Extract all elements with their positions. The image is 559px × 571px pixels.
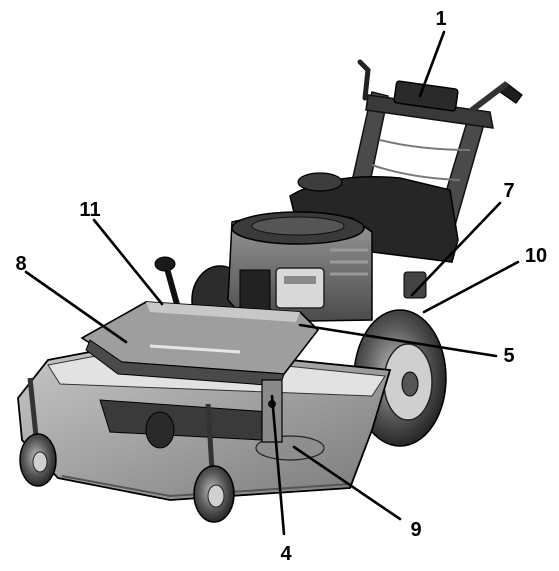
callout-10: 10 [525, 245, 547, 267]
callout-labels: 1 4 5 7 8 9 10 11 [15, 8, 547, 565]
leader-4 [270, 394, 286, 536]
caster-wheel-rear [145, 411, 175, 449]
leader-7 [410, 201, 502, 297]
deck-height-lever [154, 256, 181, 311]
callout-4: 4 [280, 543, 292, 565]
leader-8 [24, 270, 128, 344]
engine-plate [275, 267, 325, 309]
callout-5: 5 [503, 345, 514, 367]
callout-1: 1 [435, 8, 446, 30]
leader-11 [92, 218, 164, 306]
leader-lines [24, 30, 520, 536]
control-panel [393, 80, 459, 112]
leader-1 [418, 30, 446, 98]
leader-5 [298, 323, 498, 358]
callout-7: 7 [503, 180, 514, 202]
caster-wheel-front-right [193, 403, 235, 523]
leader-9 [292, 445, 402, 521]
callout-11: 11 [79, 199, 100, 221]
leader-10 [422, 260, 520, 314]
callout-8: 8 [15, 253, 26, 275]
fuel-cap-icon [297, 172, 343, 192]
side-control-knob [403, 271, 427, 299]
callout-9: 9 [410, 519, 421, 541]
engine [227, 211, 427, 323]
top-cover [80, 301, 320, 387]
caster-wheel-front-left [19, 377, 57, 487]
